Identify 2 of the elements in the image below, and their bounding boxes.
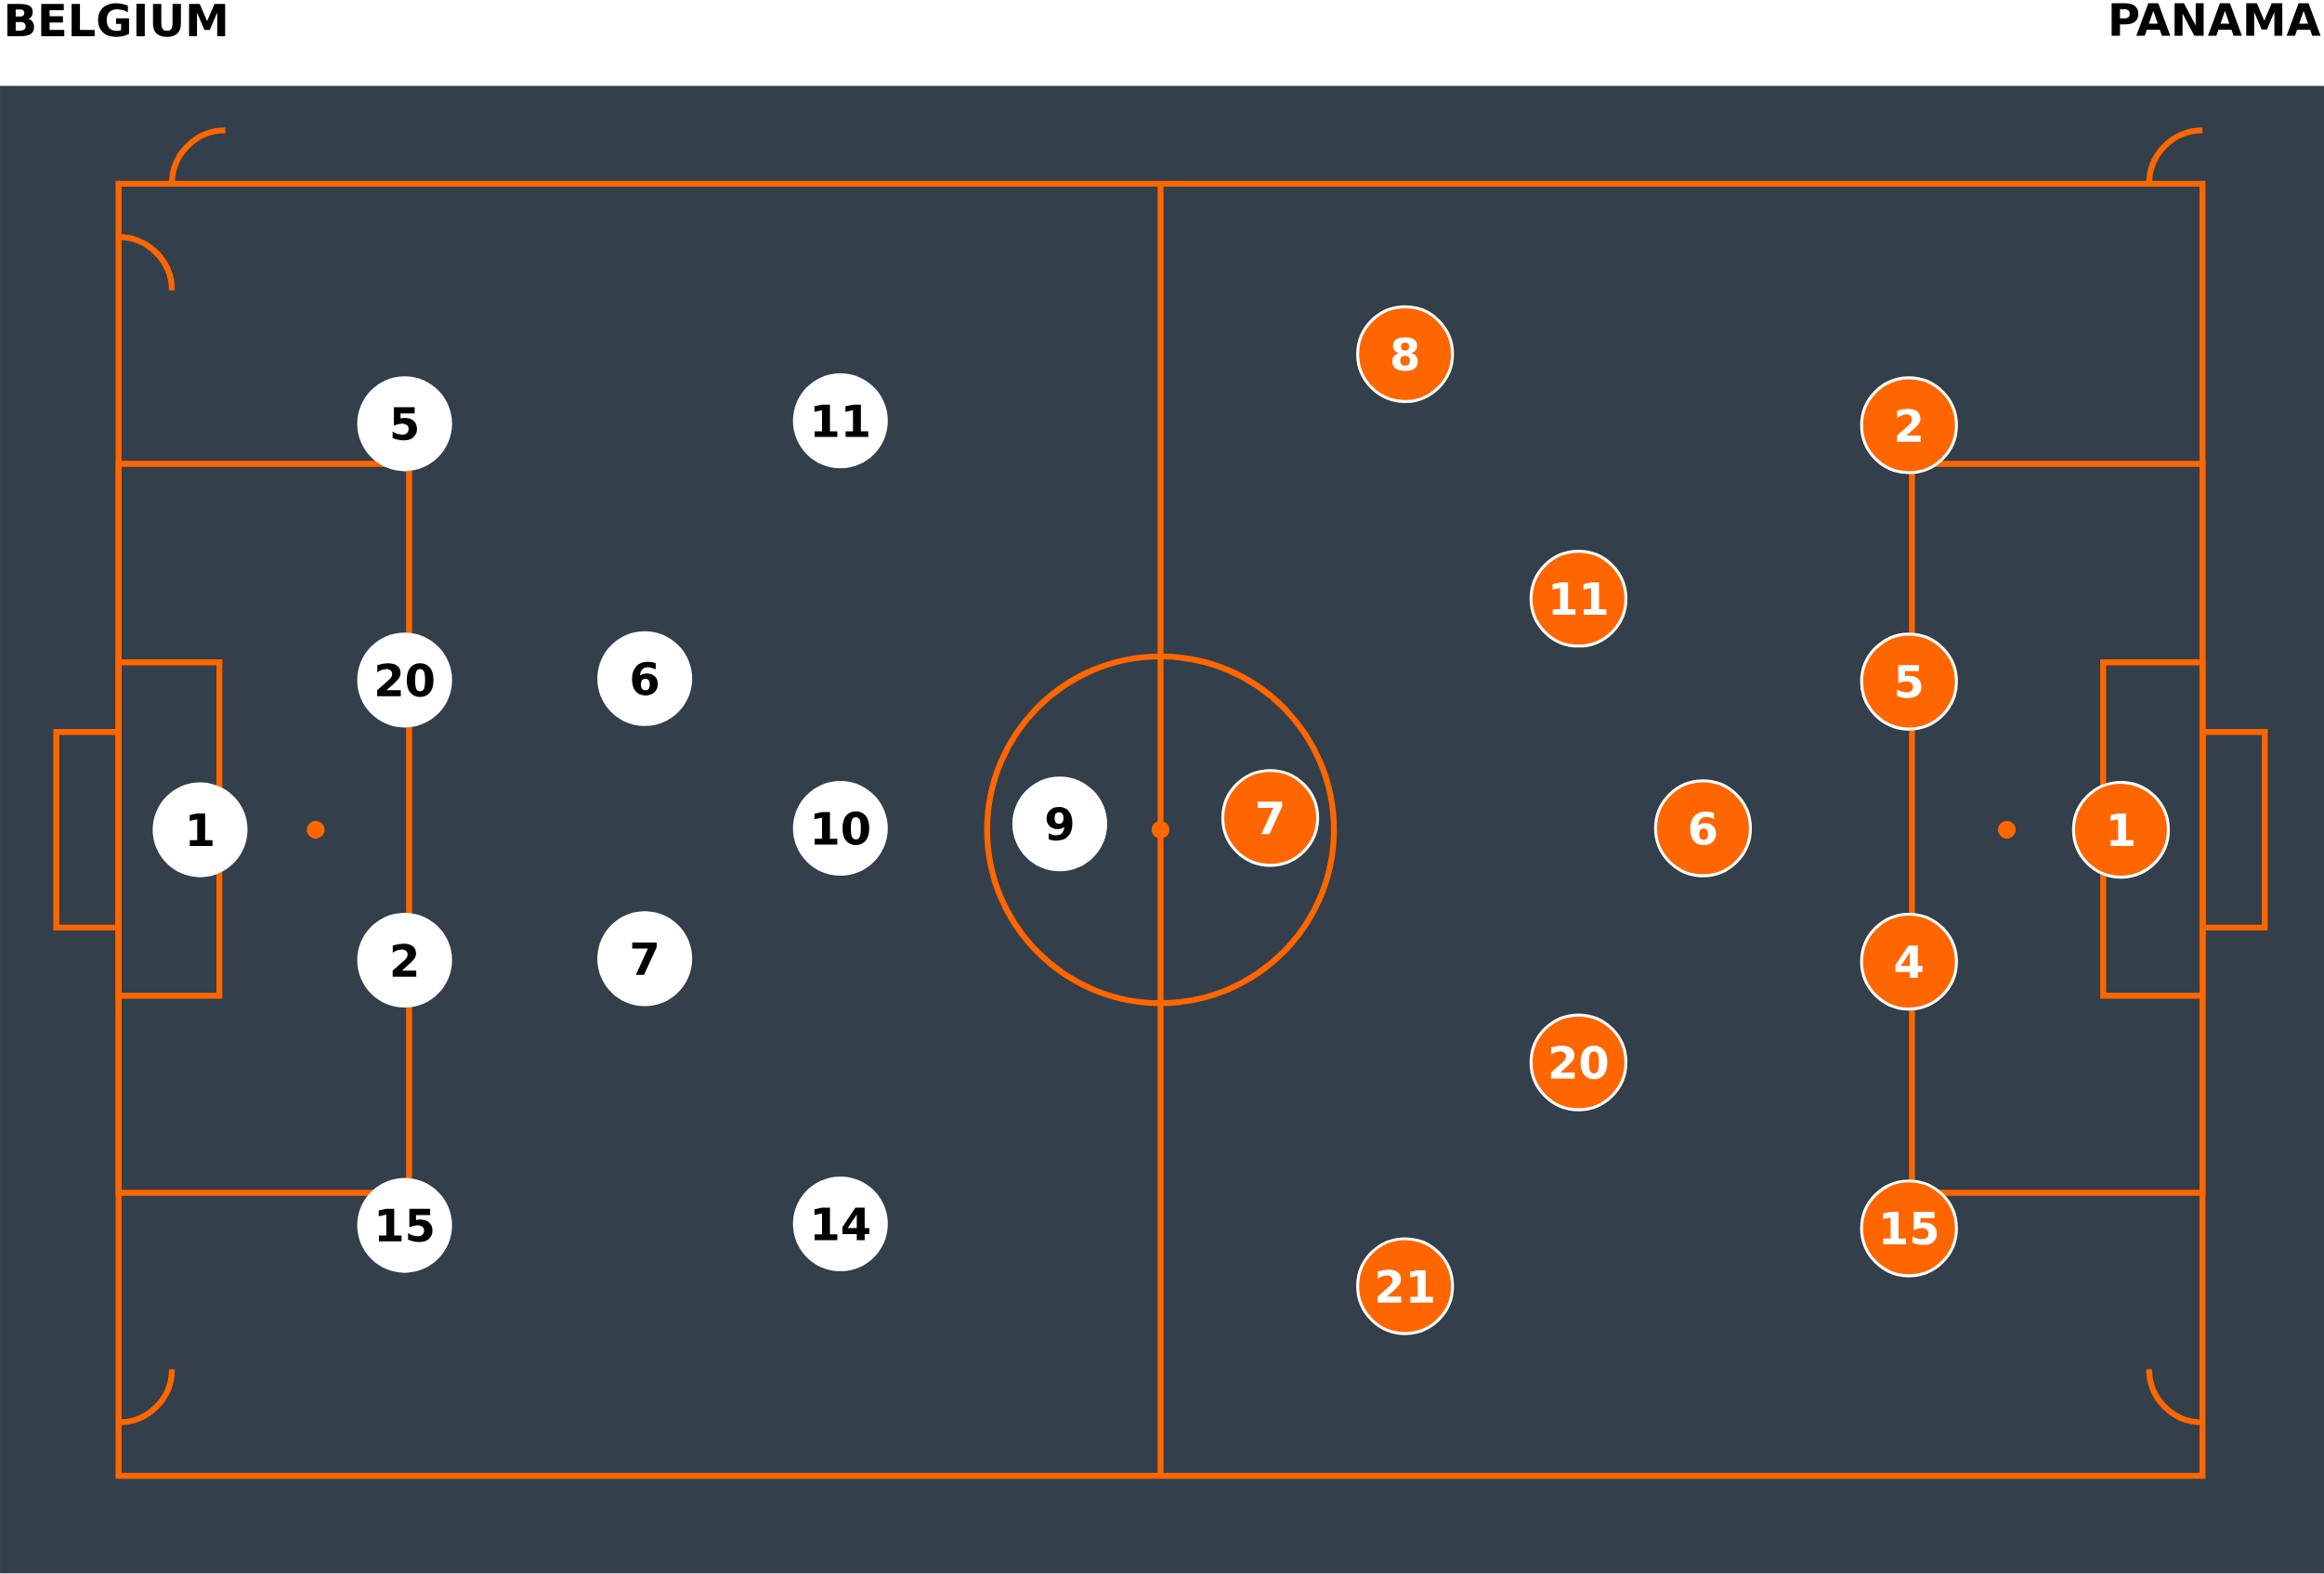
team-name: BELGIUM bbox=[7, 3, 226, 37]
team-name: PANAMA bbox=[2111, 3, 2321, 36]
